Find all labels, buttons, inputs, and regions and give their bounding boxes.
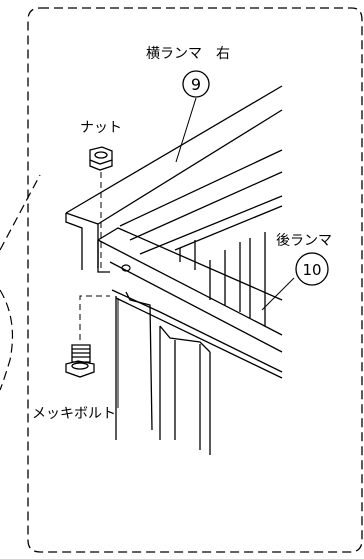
side-transom-part — [65, 85, 283, 270]
label-rear-transom: 後ランマ — [276, 233, 332, 249]
nut-icon — [89, 146, 113, 171]
detail-callout-edge — [0, 174, 41, 251]
leader-side-transom — [175, 97, 197, 163]
bolt-guide-line — [79, 295, 110, 340]
detail-frame — [27, 7, 363, 553]
label-plated-bolt: メッキボルト — [32, 406, 116, 422]
label-side-transom-right: 横ランマ 右 — [146, 46, 230, 62]
leader-rear-transom — [261, 277, 295, 311]
label-part-number-9: 9 — [191, 75, 201, 94]
bolt-icon — [65, 344, 95, 378]
label-nut: ナット — [80, 120, 122, 136]
label-part-number-10: 10 — [302, 261, 321, 279]
detail-callout-edge-2 — [0, 289, 14, 391]
callout-circle-10 — [295, 252, 329, 286]
bolt-hole — [121, 264, 131, 272]
callout-circle-9 — [182, 70, 210, 98]
rear-transom-part — [97, 227, 283, 379]
corner-post — [115, 232, 266, 455]
